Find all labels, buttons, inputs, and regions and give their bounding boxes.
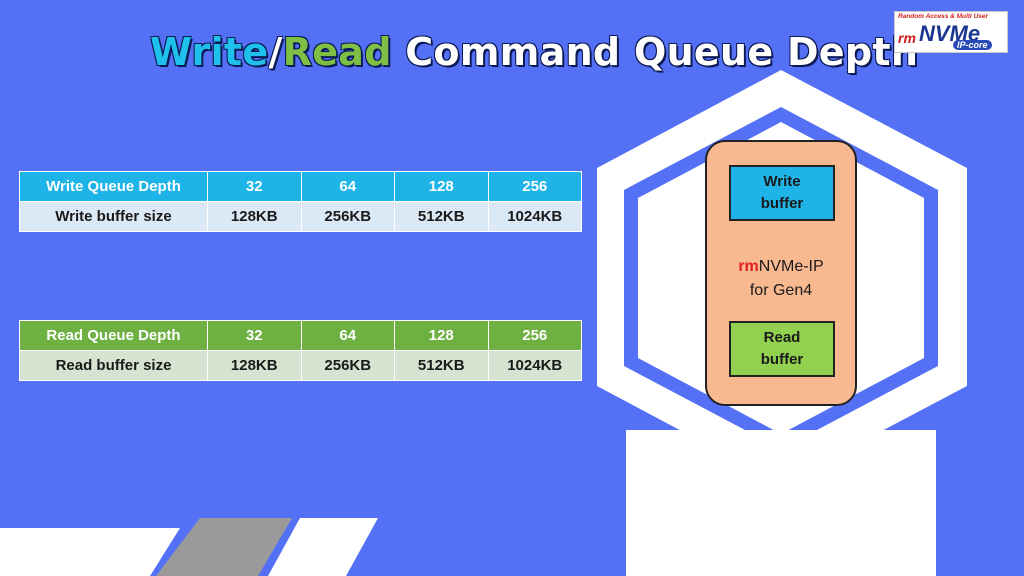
logo-ipcore: IP-core: [953, 40, 992, 50]
title-rest: Command Queue Depth: [391, 30, 919, 74]
table-cell: 128KB: [207, 201, 302, 232]
table-row: Read buffer size 128KB 256KB 512KB 1024K…: [19, 350, 582, 381]
ip-label: rmNVMe-IP for Gen4: [707, 255, 855, 303]
table-cell: 64: [300, 320, 395, 351]
table-row: Write buffer size 128KB 256KB 512KB 1024…: [19, 201, 582, 232]
title-write: Write: [150, 30, 269, 74]
table-cell: 128: [394, 320, 489, 351]
title-separator: /: [268, 30, 283, 74]
write-buffer-label: Write buffer: [760, 173, 804, 212]
gray-stripe: [156, 518, 292, 576]
table-cell: Read buffer size: [19, 350, 208, 381]
write-queue-table: Write Queue Depth 32 64 128 256 Write bu…: [19, 171, 582, 232]
table-cell: 256KB: [300, 350, 395, 381]
table-cell: 64: [300, 171, 395, 202]
title-read: Read: [282, 30, 392, 74]
table-cell: Write Queue Depth: [19, 171, 208, 202]
white-stripe-2: [268, 518, 378, 576]
rmnvme-logo: Random Access & Multi User rm NVMe IP-co…: [894, 11, 1008, 53]
white-stripe: [0, 528, 180, 576]
table-cell: 512KB: [394, 350, 489, 381]
table-cell: 32: [207, 320, 302, 351]
ip-gen: for Gen4: [749, 282, 813, 299]
logo-tagline: Random Access & Multi User: [898, 13, 989, 20]
table-cell: 512KB: [394, 201, 489, 232]
table-cell: 1024KB: [487, 201, 582, 232]
table-header-row: Write Queue Depth 32 64 128 256: [19, 171, 582, 202]
ip-name: NVMe-IP: [758, 258, 824, 275]
table-cell: Write buffer size: [19, 201, 208, 232]
read-buffer-label: Read buffer: [760, 329, 804, 368]
pedestal: [626, 430, 936, 576]
table-cell: 32: [207, 171, 302, 202]
read-buffer-block: Read buffer: [729, 321, 835, 377]
table-cell: Read Queue Depth: [19, 320, 208, 351]
table-cell: 128KB: [207, 350, 302, 381]
write-buffer-block: Write buffer: [729, 165, 835, 221]
logo-rm: rm: [898, 30, 916, 46]
ip-prefix: rm: [738, 258, 759, 275]
read-queue-table: Read Queue Depth 32 64 128 256 Read buff…: [19, 320, 582, 381]
table-cell: 1024KB: [487, 350, 582, 381]
nvme-ip-block: Write buffer rmNVMe-IP for Gen4 Read buf…: [705, 140, 857, 406]
table-cell: 128: [394, 171, 489, 202]
table-header-row: Read Queue Depth 32 64 128 256: [19, 320, 582, 351]
table-cell: 256: [487, 171, 582, 202]
table-cell: 256KB: [300, 201, 395, 232]
table-cell: 256: [487, 320, 582, 351]
page-title: Write/Read Command Queue Depth: [150, 30, 918, 74]
